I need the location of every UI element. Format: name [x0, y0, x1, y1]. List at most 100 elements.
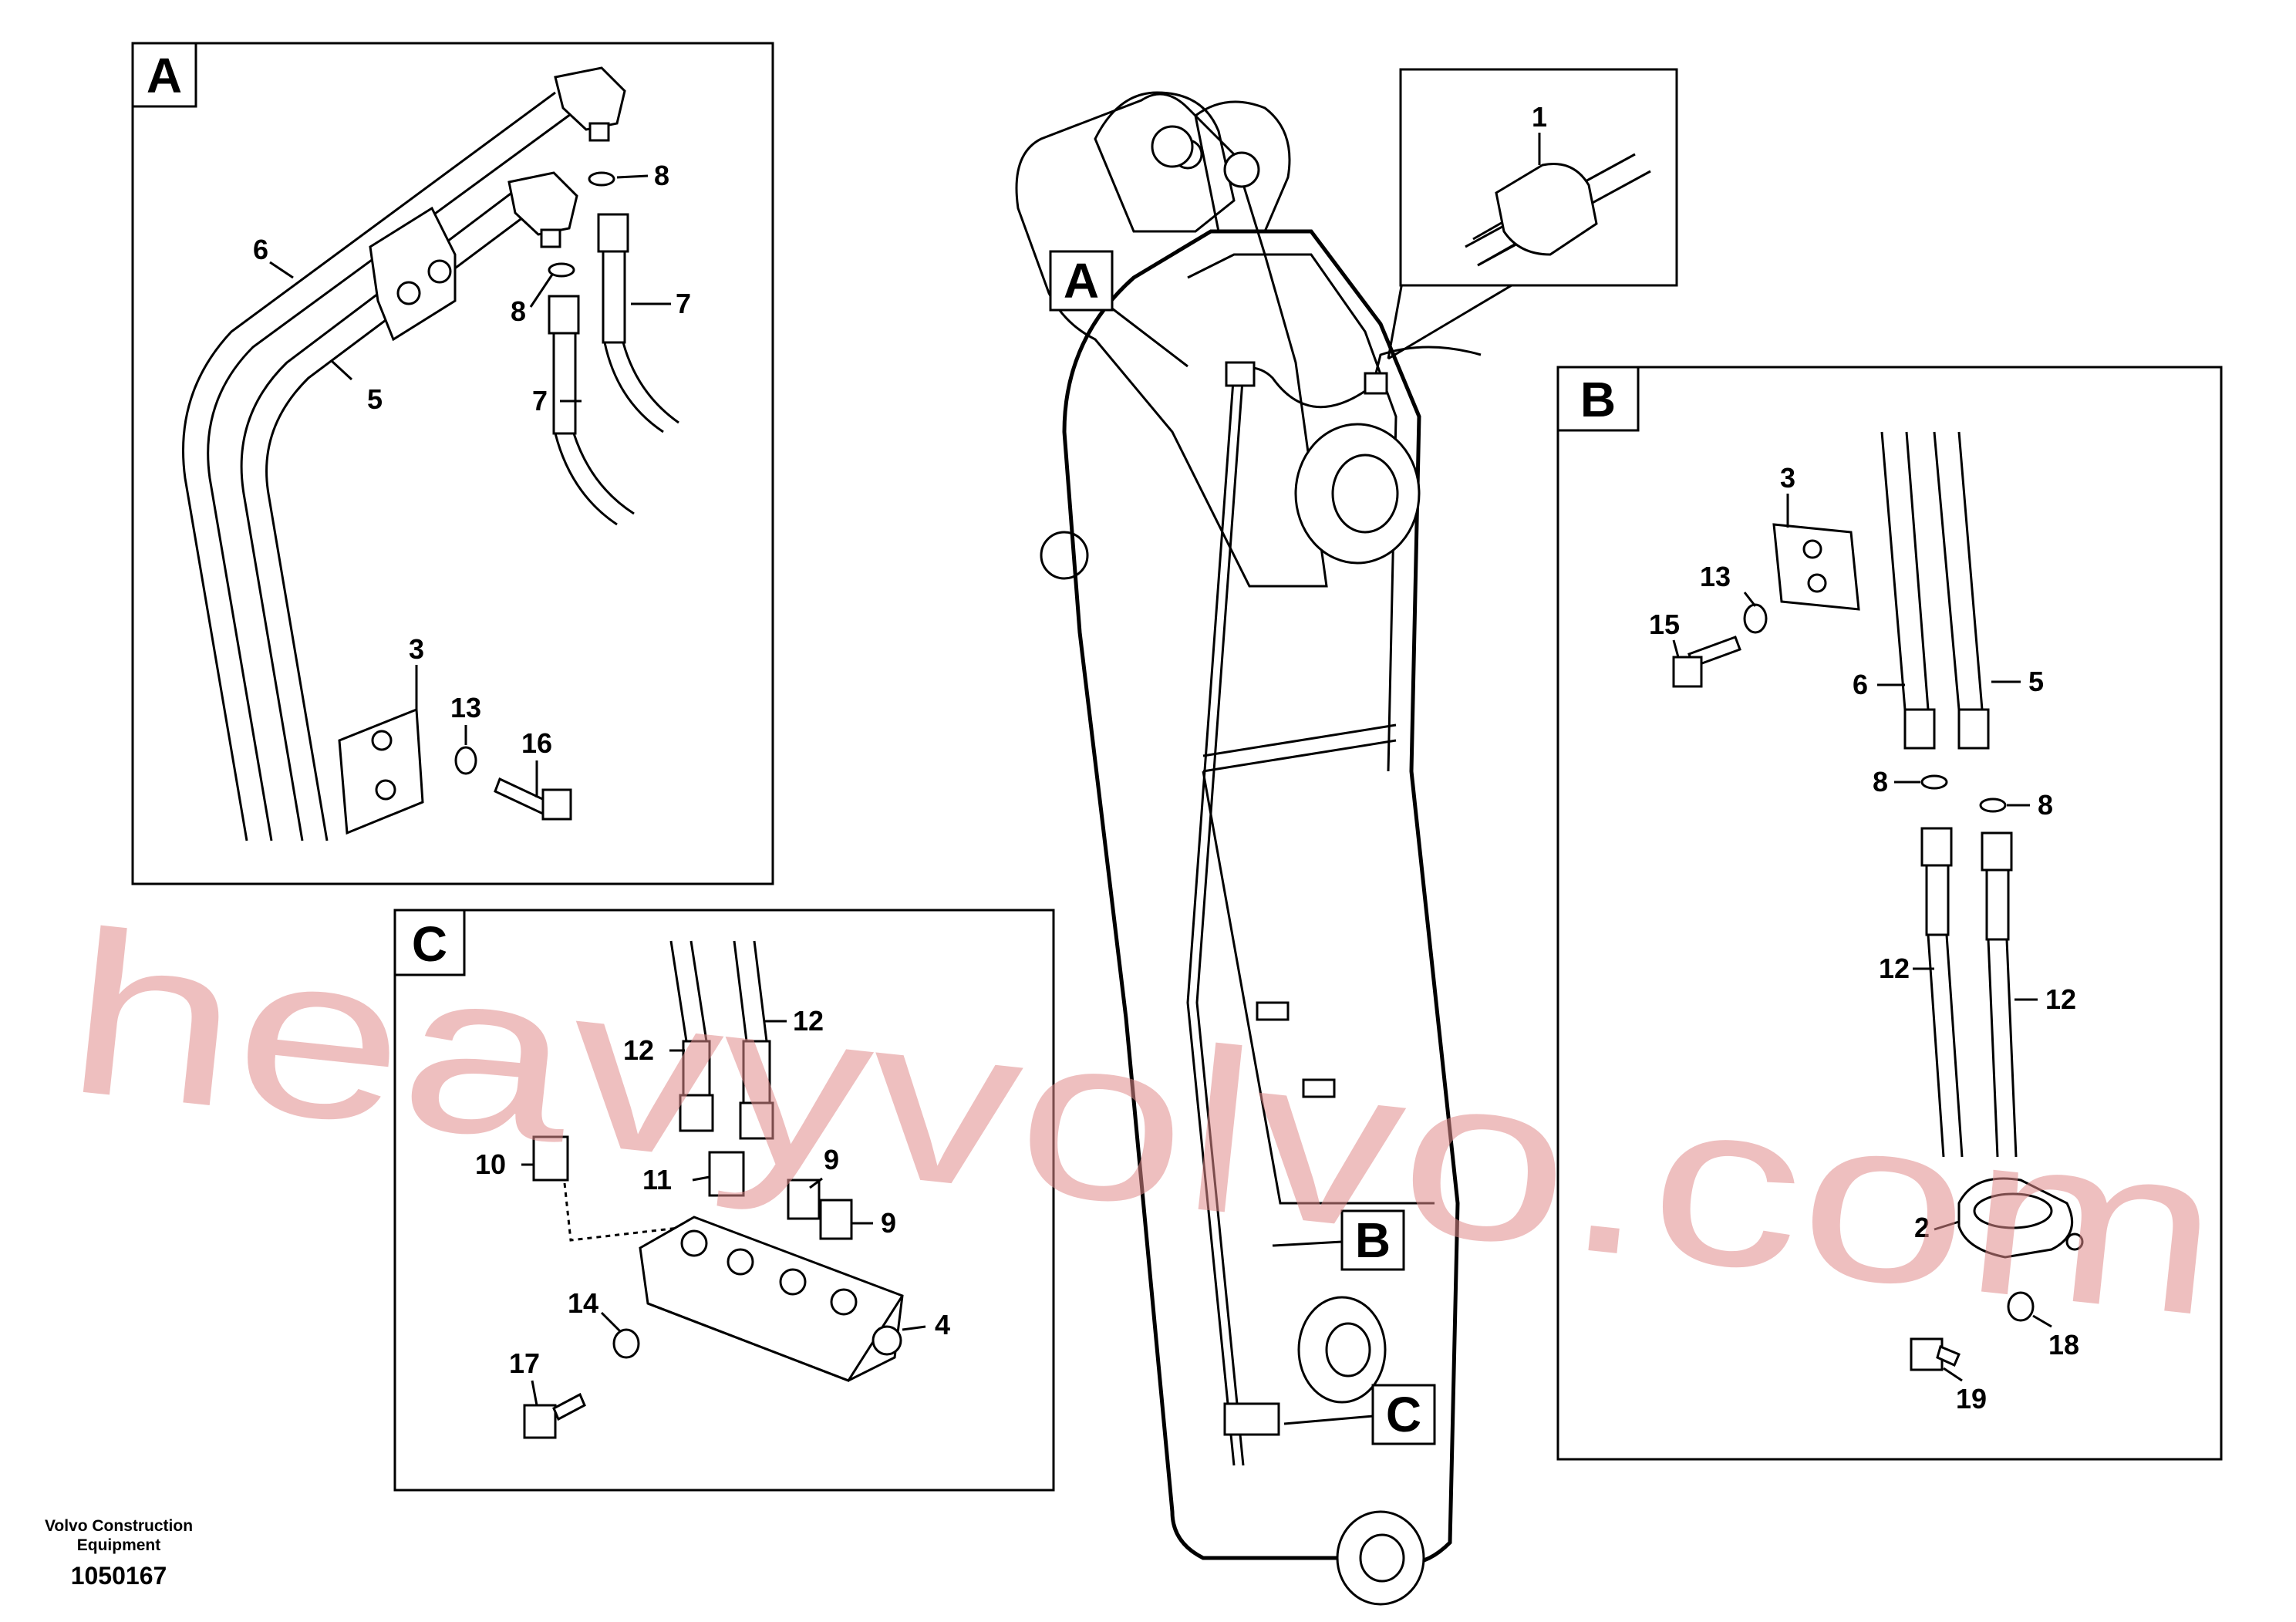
hose-7-right-ferrule: [602, 250, 626, 344]
hose-7-left-nut: [548, 295, 580, 335]
boom-rear-plate: [1015, 93, 1328, 588]
callout-b-13: 13: [1700, 561, 1731, 592]
callout-c-10: 10: [475, 1148, 506, 1180]
panel-a-letter: A: [147, 48, 182, 103]
hose-b-12-left-nut: [1920, 827, 1953, 867]
callout-c-12-left: 12: [623, 1034, 654, 1066]
hose-clamp-2-opening: [1973, 1192, 2053, 1229]
bolt-c-17-shank: [552, 1392, 586, 1421]
bolt-c-17-head: [523, 1404, 557, 1439]
leader-c-14: [600, 1311, 622, 1333]
mounting-plate-b-3: [1772, 523, 1860, 611]
adapter-c-10: [532, 1135, 569, 1182]
o-ring-b-8-left: [1920, 774, 1948, 790]
clamp-bolt-head: [396, 281, 421, 305]
mounting-plate-3: [338, 707, 424, 835]
callout-b-19: 19: [1956, 1383, 1987, 1415]
boom-bracket-1: [1256, 1001, 1290, 1021]
clamp-bolt-head-2: [427, 259, 452, 284]
o-ring-b-8-right: [1979, 798, 2007, 813]
block-port-1: [680, 1229, 708, 1257]
hose-b-12-right-nut: [1981, 831, 2013, 872]
hose-b-12-right-ferrule: [1985, 868, 2010, 941]
callout-b-3: 3: [1780, 462, 1795, 494]
callout-c-17: 17: [509, 1347, 540, 1379]
boom-label-a: A: [1064, 253, 1099, 309]
pipe-5-elbow: [507, 171, 578, 236]
hose-c-12-left-ferrule: [682, 1040, 711, 1104]
callout-a-16: 16: [521, 727, 552, 759]
panel-a-frame: [131, 42, 774, 885]
panel-c-letter-box: [393, 909, 466, 976]
pipe-6-elbow: [554, 66, 626, 131]
leader-c-11: [692, 1175, 710, 1182]
boom-label-c: C: [1386, 1387, 1421, 1442]
boom-distribution-block: [1223, 1402, 1280, 1436]
callout-b-2: 2: [1914, 1212, 1930, 1243]
pipe-clamp: [369, 206, 457, 342]
hose-7-left-ferrule: [552, 332, 577, 435]
leader-a-8-lower: [529, 274, 554, 308]
callout-a-8-upper: 8: [654, 160, 669, 191]
o-ring-8-upper: [588, 171, 615, 187]
callout-b-8-right: 8: [2038, 789, 2053, 821]
adapter-c-10-dashed-guide: [563, 1182, 679, 1242]
leader-a-8-upper: [616, 174, 649, 179]
hose-7-right-nut: [597, 213, 629, 253]
boom-pointer-b: [1272, 1240, 1343, 1247]
hose-5-nut: [1957, 708, 1990, 750]
boom-hose-clamp: [1364, 372, 1388, 395]
leader-b-15: [1672, 639, 1680, 658]
hose-c-12-right-nut: [739, 1101, 774, 1140]
hose-clamp-2-hole: [2065, 1233, 2084, 1251]
callout-a-13: 13: [450, 692, 481, 723]
callout-c-9-lower: 9: [881, 1207, 896, 1239]
callout-a-6: 6: [253, 234, 268, 265]
washer-c-14: [612, 1328, 640, 1359]
callout-c-11: 11: [642, 1164, 672, 1195]
boom-top-hose: [1233, 346, 1482, 409]
block-port-3: [779, 1268, 807, 1296]
callout-c-9-upper: 9: [824, 1144, 839, 1175]
hose-5: [1933, 431, 1984, 710]
panel-c-letter: C: [412, 916, 447, 972]
leader-b-13: [1743, 592, 1757, 607]
boom-body: [1062, 229, 1460, 1566]
detail-panel-1: 1: [1387, 68, 1678, 360]
boom-web: [1202, 771, 1435, 1205]
detail-panel-b: B: [1556, 366, 2223, 1461]
hose-c-12-right-ferrule: [742, 1040, 771, 1111]
boom-pivot-lower: [1297, 1296, 1387, 1404]
panel-a-letter-box: [131, 42, 197, 108]
panel-b-frame: [1556, 366, 2223, 1461]
detail-panel-a: A: [131, 42, 774, 885]
boom-head-pin-1: [1151, 125, 1194, 168]
o-ring-8-lower: [548, 262, 575, 278]
panel-b-letter: B: [1580, 372, 1616, 427]
hose-6: [1880, 431, 1930, 710]
callout-a-8-lower: 8: [511, 295, 526, 327]
callout-a-7-upper: 7: [676, 288, 691, 319]
leader-b-19: [1943, 1367, 1963, 1382]
detail-panel-c: C 12 12: [393, 909, 1055, 1492]
leader-c-4: [902, 1325, 926, 1331]
callout-b-8-left: 8: [1873, 766, 1888, 798]
leader-a-6: [269, 261, 294, 279]
washer-b-13: [1743, 603, 1768, 634]
pipe-6-nipple: [588, 122, 610, 142]
boom-foot-pin: [1336, 1510, 1425, 1606]
boom-assembly: A B C: [1015, 91, 1482, 1606]
callout-b-5: 5: [2028, 666, 2044, 697]
hose-c-12-left-nut: [679, 1094, 714, 1132]
leader-b-18: [2032, 1314, 2052, 1328]
pipe-5-nipple: [540, 228, 561, 248]
block-end-plug: [872, 1325, 902, 1356]
boom-label-b: B: [1355, 1212, 1391, 1268]
hose-b-12-right: [1987, 939, 2018, 1158]
panel-c-frame: [393, 909, 1055, 1492]
adapter-c-9-lower: [819, 1199, 853, 1240]
boom-cross-member: [1202, 723, 1397, 773]
boom-pipe-clamp-top: [1225, 361, 1256, 387]
washer-13: [454, 746, 477, 775]
